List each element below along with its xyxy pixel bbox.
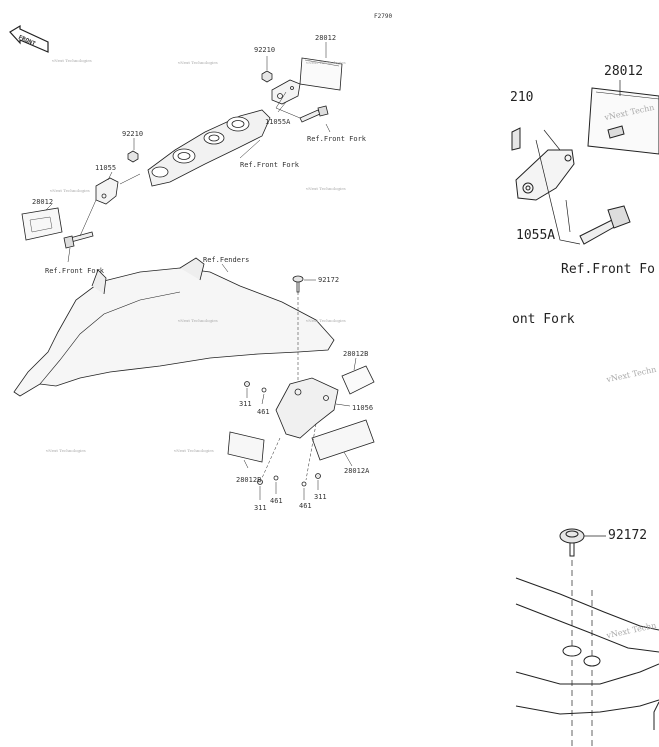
reflector-28012a [311,419,375,461]
label-28012b-right: 28012B [343,350,369,358]
nut-92210-mid [127,150,139,163]
front-arrow-icon [9,24,49,53]
watermark-7: vNext Technologies [306,318,346,323]
watermark-8: vNext Technologies [46,448,86,453]
label-ref-front-fork-mid: Ref.Front Fork [240,161,300,169]
label-ref-front-fork-top: Ref.Front Fork [307,135,367,143]
label-28012a: 28012A [344,467,370,475]
nut-92210-top [261,70,273,83]
leader-lines [45,42,357,500]
fork-bridge [147,109,271,187]
zoom-label-210: 210 [510,90,534,105]
fasteners-lower [244,381,321,487]
watermark-2: vNext Technologies [178,60,218,65]
label-11055a: 11055A [265,118,291,126]
watermark-3: vNext Technologies [306,60,346,65]
watermark-9: vNext Technologies [174,448,214,453]
bracket-11056 [275,377,339,439]
bracket-11055 [95,177,119,205]
watermark-6: vNext Technologies [178,318,218,323]
zoom-label-11055a: 1055A [516,228,556,243]
reflector-28012b-right [341,365,375,395]
bolt-top [299,105,329,123]
label-311-a: 311 [239,400,252,408]
label-311-c: 311 [254,504,267,512]
label-ref-front-fork-left: Ref.Front Fork [45,267,105,275]
zoom-label-ref-front-fork: Ref.Front Fo [561,262,655,277]
zoom-label-92172: 92172 [608,528,648,543]
label-ref-fenders: Ref.Fenders [203,256,250,264]
label-461-c: 461 [299,502,312,510]
watermark-1: vNext Technologies [52,58,92,63]
label-28012-top: 28012 [315,34,337,42]
label-11055: 11055 [95,164,117,172]
watermark-4: vNext Technologies [50,188,90,193]
label-461-b: 461 [270,497,283,505]
label-92172: 92172 [318,276,340,284]
bolt-left [63,231,94,249]
reflector-28012-left [21,207,63,241]
screw-92172 [292,275,304,293]
label-311-b: 311 [314,493,327,501]
reflector-28012-top [299,57,343,91]
zoom-panel [511,80,659,747]
label-28012b-left: 28012B [236,476,262,484]
label-461-a: 461 [257,408,270,416]
label-92210-mid: 92210 [122,130,144,138]
diagram-code: F2790 [374,13,393,20]
front-fender [13,257,335,397]
zoom-label-28012: 28012 [604,64,644,79]
label-11056: 11056 [352,404,374,412]
zoom-label-front-fork: ont Fork [512,312,575,327]
watermark-5: vNext Technologies [306,186,346,191]
reflector-28012b-left [227,431,265,463]
label-92210-top: 92210 [254,46,276,54]
label-28012-left: 28012 [32,198,54,206]
